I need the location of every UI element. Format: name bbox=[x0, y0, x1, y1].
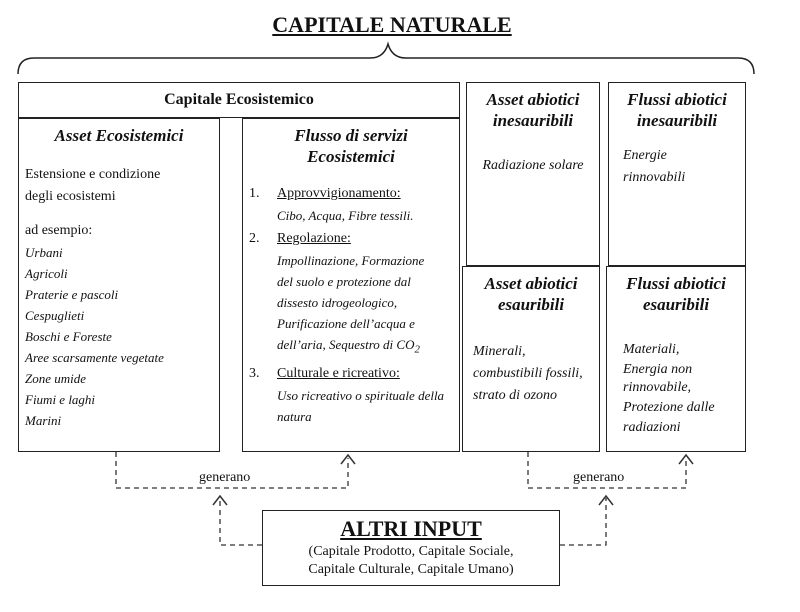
capitale-ecosistemico-label: Capitale Ecosistemico bbox=[164, 91, 314, 108]
co2-subscript: 2 bbox=[414, 343, 420, 356]
box-body: Minerali, combustibili fossili, strato d… bbox=[469, 341, 593, 407]
generano-label-left: generano bbox=[196, 470, 254, 486]
asset-intro: Estensione e condizione degli ecosistemi bbox=[25, 164, 213, 208]
service-item: 1. Approvvigionamento: Cibo, Acqua, Fibr… bbox=[249, 183, 453, 226]
top-brace bbox=[17, 41, 755, 75]
title-line: Flussi abiotici bbox=[626, 274, 726, 293]
service-text-co2: dell’aria, Sequestro di CO2 bbox=[277, 334, 453, 361]
right-arrowhead-up bbox=[678, 453, 694, 465]
service-text: dissesto idrogeologico, bbox=[277, 295, 398, 310]
asset-abiotici-esauribili-box: Asset abiotici esauribili Minerali, comb… bbox=[462, 266, 600, 452]
right-arrowhead-inner bbox=[598, 494, 614, 506]
details-line: (Capitale Prodotto, Capitale Sociale, bbox=[308, 544, 514, 559]
altri-input-title: ALTRI INPUT bbox=[340, 516, 482, 541]
service-text: Purificazione dell’acqua e bbox=[277, 316, 415, 331]
flusso-servizi-box: Flusso di servizi Ecosistemici 1. Approv… bbox=[242, 118, 460, 452]
asset-abiotici-inesauribili-box: Asset abiotici inesauribili Radiazione s… bbox=[466, 82, 600, 266]
box-title: Asset abiotici inesauribili bbox=[471, 89, 595, 131]
service-number: 3. bbox=[249, 365, 260, 381]
list-item: Praterie e pascoli bbox=[25, 287, 119, 302]
list-item: Boschi e Foreste bbox=[25, 329, 112, 344]
asset-intro-line: degli ecosistemi bbox=[25, 189, 116, 204]
service-number: 2. bbox=[249, 231, 260, 246]
generano-label-right: generano bbox=[570, 470, 628, 486]
title-line: Flusso di servizi bbox=[294, 126, 408, 145]
flussi-abiotici-esauribili-box: Flussi abiotici esauribili Materiali, En… bbox=[606, 266, 746, 452]
service-text: Impollinazione, Formazione bbox=[277, 253, 425, 268]
altri-input-box: ALTRI INPUT (Capitale Prodotto, Capitale… bbox=[262, 510, 560, 586]
asset-example-label: ad esempio: bbox=[25, 223, 93, 238]
service-text: Cibo, Acqua, Fibre tessili. bbox=[277, 208, 414, 223]
body-line: Energie bbox=[623, 148, 667, 163]
box-body: Materiali, Energia non rinnovabile, Prot… bbox=[613, 339, 739, 437]
list-item: Fiumi e laghi bbox=[25, 392, 96, 407]
flussi-abiotici-inesauribili-box: Flussi abiotici inesauribili Energie rin… bbox=[608, 82, 746, 266]
service-text: dell’aria, Sequestro di CO bbox=[277, 337, 415, 352]
service-name: Culturale e ricreativo: bbox=[277, 365, 400, 381]
title-line: Asset abiotici bbox=[484, 274, 578, 293]
title-line: Flussi abiotici bbox=[627, 90, 727, 109]
title-line: inesauribili bbox=[636, 111, 718, 130]
right-generano-arrow bbox=[527, 452, 687, 546]
list-item: Agricoli bbox=[25, 266, 68, 281]
body-line: strato di ozono bbox=[473, 388, 558, 403]
service-text: del suolo e protezione dal bbox=[277, 274, 411, 289]
service-item: 3. Culturale e ricreativo: Uso ricreativ… bbox=[249, 363, 453, 427]
body-line: rinnovabili bbox=[623, 170, 686, 185]
list-item: Marini bbox=[25, 413, 62, 428]
service-item: 2. Regolazione: Impollinazione, Formazio… bbox=[249, 228, 453, 361]
left-arrowhead-up bbox=[340, 453, 356, 465]
title-line: esauribili bbox=[642, 295, 710, 314]
box-title: Asset abiotici esauribili bbox=[469, 273, 593, 315]
services-list: 1. Approvvigionamento: Cibo, Acqua, Fibr… bbox=[249, 183, 453, 427]
body-line: rinnovabile, bbox=[623, 380, 692, 395]
flusso-servizi-title: Flusso di servizi Ecosistemici bbox=[249, 125, 453, 167]
asset-ecosistemici-box: Asset Ecosistemici Estensione e condizio… bbox=[18, 118, 220, 452]
body-line: Protezione dalle bbox=[623, 400, 715, 415]
list-item: Zone umide bbox=[25, 371, 87, 386]
box-title: Flussi abiotici esauribili bbox=[613, 273, 739, 315]
service-name: Approvvigionamento: bbox=[277, 186, 401, 201]
title-line: Asset abiotici bbox=[486, 90, 580, 109]
asset-items-list: Urbani Agricoli Praterie e pascoli Cespu… bbox=[25, 242, 213, 431]
service-name: Regolazione: bbox=[277, 231, 351, 246]
body-line: Materiali, bbox=[623, 342, 680, 357]
body-line: Minerali, bbox=[473, 344, 526, 359]
box-body: Radiazione solare bbox=[482, 158, 584, 173]
capitale-ecosistemico-header: Capitale Ecosistemico bbox=[18, 82, 460, 118]
diagram-title: CAPITALE NATURALE bbox=[272, 12, 512, 37]
service-text: natura bbox=[277, 408, 312, 424]
service-number: 1. bbox=[249, 186, 260, 201]
box-title: Flussi abiotici inesauribili bbox=[615, 89, 739, 131]
title-line: esauribili bbox=[497, 295, 565, 314]
asset-ecosistemici-title: Asset Ecosistemici bbox=[54, 126, 184, 145]
body-line: radiazioni bbox=[623, 420, 681, 435]
body-line: Energia non bbox=[623, 362, 693, 377]
list-item: Aree scarsamente vegetate bbox=[25, 350, 164, 365]
altri-input-details: (Capitale Prodotto, Capitale Sociale, Ca… bbox=[263, 543, 559, 579]
list-item: Cespuglieti bbox=[25, 308, 85, 323]
title-line: Ecosistemici bbox=[307, 147, 395, 166]
asset-intro-line: Estensione e condizione bbox=[25, 167, 161, 182]
service-text: Uso ricreativo o spirituale della bbox=[277, 387, 445, 403]
left-generano-arrow bbox=[115, 452, 349, 546]
title-line: inesauribili bbox=[492, 111, 574, 130]
left-arrowhead-inner bbox=[212, 494, 228, 506]
body-line: combustibili fossili, bbox=[473, 366, 583, 381]
box-body: Energie rinnovabili bbox=[615, 145, 739, 189]
list-item: Urbani bbox=[25, 245, 63, 260]
details-line: Capitale Culturale, Capitale Umano) bbox=[308, 562, 514, 577]
